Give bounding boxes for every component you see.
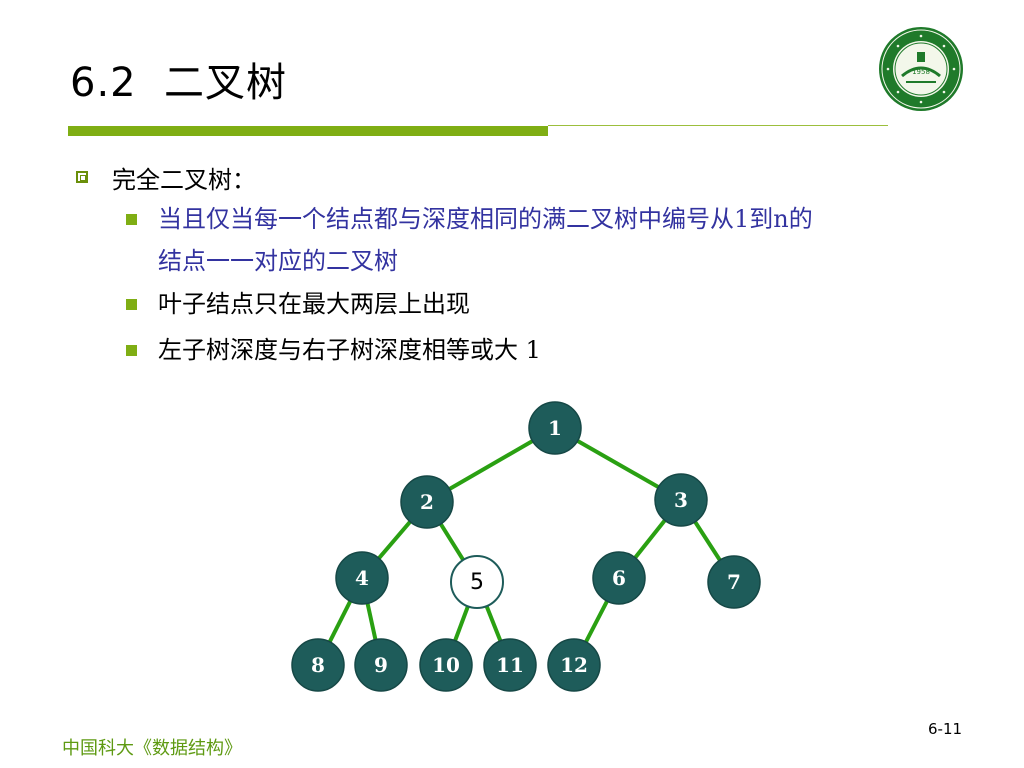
tree-node-3: 3 xyxy=(654,473,708,527)
tree-node-7: 7 xyxy=(707,555,761,609)
tree-node-9: 9 xyxy=(354,638,408,692)
tree-node-11: 11 xyxy=(483,638,537,692)
tree-node-2: 2 xyxy=(400,475,454,529)
bullet-square-icon xyxy=(126,214,137,225)
bullet-hollow-square-icon xyxy=(76,171,88,183)
tree-node-circle xyxy=(592,551,646,605)
tree-node-12: 12 xyxy=(547,638,601,692)
bullet-square-icon xyxy=(126,299,137,310)
tree-node-10: 10 xyxy=(419,638,473,692)
slide-title: 6.2 二叉树 xyxy=(70,60,288,106)
tree-node-label: 12 xyxy=(560,653,588,677)
tree-node-label: 2 xyxy=(420,490,434,514)
tree-node-label: 5 xyxy=(470,570,484,595)
tree-node-label: 4 xyxy=(355,566,369,590)
tree-node-label: 3 xyxy=(674,488,688,512)
tree-node-1: 1 xyxy=(528,401,582,455)
tree-node-circle xyxy=(419,638,473,692)
footer-course: 中国科大《数据结构》 xyxy=(62,738,242,759)
tree-node-circle xyxy=(654,473,708,527)
tree-node-circle xyxy=(450,555,504,609)
tree-node-6: 6 xyxy=(592,551,646,605)
tree-edges xyxy=(316,426,736,666)
tree-node-label: 6 xyxy=(612,566,626,590)
tree-node-8: 8 xyxy=(291,638,345,692)
section-heading: 完全二叉树： xyxy=(112,166,256,194)
item-2-text: 叶子结点只在最大两层上出现 xyxy=(158,290,470,318)
title-underline-thin xyxy=(548,125,888,126)
item-3-text: 左子树深度与右子树深度相等或大 1 xyxy=(158,336,541,364)
item-1-line-2: 结点一一对应的二叉树 xyxy=(158,247,398,275)
university-logo-icon: 1958 xyxy=(879,27,963,111)
logo-year: 1958 xyxy=(912,68,930,76)
tree-node-4: 4 xyxy=(335,551,389,605)
tree-node-label: 1 xyxy=(548,416,562,440)
tree-node-circle xyxy=(528,401,582,455)
tree-node-label: 11 xyxy=(496,653,524,677)
title-underline-thick xyxy=(68,126,548,136)
tree-node-circle xyxy=(547,638,601,692)
tree-node-circle xyxy=(400,475,454,529)
item-1-line-1: 当且仅当每一个结点都与深度相同的满二叉树中编号从1到n的 xyxy=(158,205,813,233)
tree-node-label: 10 xyxy=(432,653,460,677)
tree-node-label: 8 xyxy=(311,653,325,677)
tree-node-circle xyxy=(335,551,389,605)
tree-node-circle xyxy=(354,638,408,692)
bullet-square-icon xyxy=(126,345,137,356)
page-number: 6-11 xyxy=(928,720,963,738)
tree-node-circle xyxy=(707,555,761,609)
tree-node-circle xyxy=(483,638,537,692)
tree-node-5: 5 xyxy=(450,555,504,609)
tree-node-label: 7 xyxy=(727,570,741,594)
tree-node-label: 9 xyxy=(374,653,388,677)
tree-node-circle xyxy=(291,638,345,692)
